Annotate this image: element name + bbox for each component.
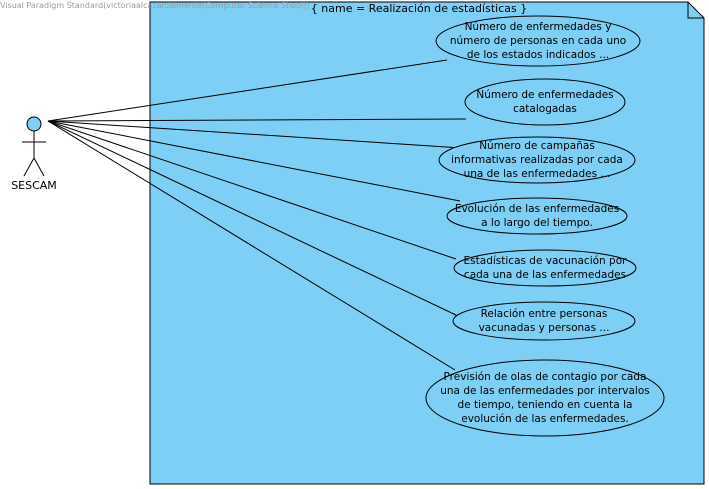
association-line: [47, 120, 461, 202]
association-line: [47, 59, 448, 122]
use-case-ellipses: [425, 15, 665, 437]
association-line: [47, 120, 457, 260]
association-line: [47, 118, 467, 122]
use-case-ellipse-5[interactable]: [453, 249, 637, 287]
actor-head: [26, 116, 42, 132]
association-line: [47, 120, 463, 149]
tool-watermark: Visual Paradigm Standard(victoriaalcazar…: [0, 1, 310, 10]
use-case-label-3: Número de campañas informativas realizad…: [451, 140, 623, 180]
use-case-label-6: Relación entre personas vacunadas y pers…: [478, 308, 610, 334]
use-case-label-7: Previsión de olas de contagio por cada u…: [440, 371, 650, 425]
use-case-label-5: Estadísticas de vacunación por cada una …: [463, 255, 627, 281]
actor-right-leg: [33, 157, 45, 177]
use-case-label-4: Evolución de las enfermedades a lo largo…: [454, 203, 620, 229]
use-case-label-1: Número de enfermedades y número de perso…: [449, 21, 627, 61]
association-line: [47, 120, 456, 371]
actor-figure[interactable]: [22, 116, 46, 177]
system-boundary-fold: [687, 2, 704, 19]
association-line: [47, 120, 459, 317]
actor-left-leg: [23, 157, 35, 177]
use-case-ellipse-6[interactable]: [452, 301, 636, 341]
use-case-ellipse-3[interactable]: [438, 136, 636, 184]
use-case-ellipse-1[interactable]: [435, 15, 641, 67]
use-case-ellipse-4[interactable]: [446, 197, 628, 235]
actor-name: SESCAM: [11, 179, 57, 192]
use-case-ellipse-7[interactable]: [425, 359, 665, 437]
associations: [47, 59, 467, 371]
use-case-ellipse-2[interactable]: [464, 78, 626, 126]
use-case-label-2: Número de enfermedades catalogadas: [476, 89, 614, 115]
system-title: { name = Realización de estadísticas }: [310, 2, 528, 15]
